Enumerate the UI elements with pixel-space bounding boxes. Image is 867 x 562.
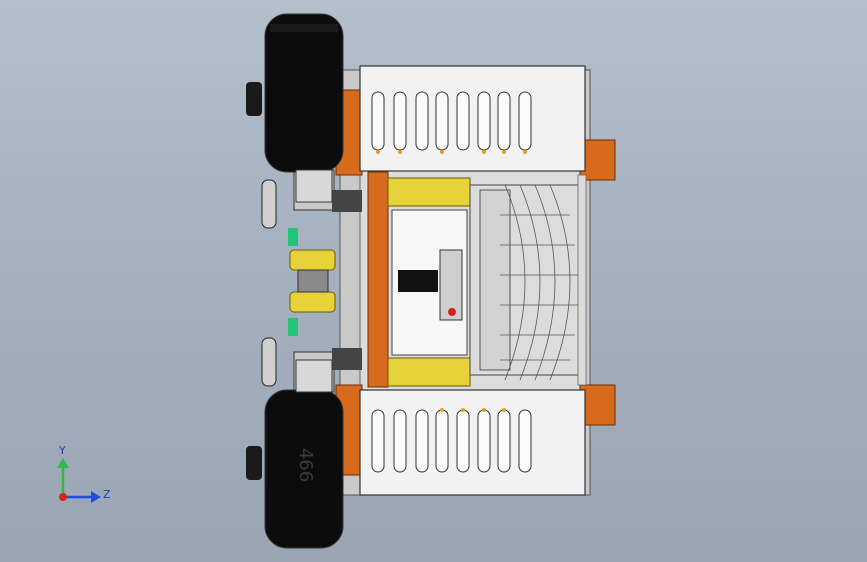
y-axis-arrowhead: [57, 458, 69, 468]
bottom-tire: 466: [246, 359, 344, 549]
top-side-panel: [359, 65, 586, 172]
z-axis-label: Z: [103, 488, 111, 501]
y-axis-label: Y: [58, 444, 66, 457]
wire-cage: [500, 174, 587, 386]
tire-marking: 466: [295, 448, 316, 482]
coordinate-triad: Y Z: [57, 444, 111, 503]
top-tire: [246, 13, 344, 203]
x-axis-dot: [59, 493, 67, 501]
z-axis-arrowhead: [91, 491, 101, 503]
small-wheels: [261, 179, 277, 387]
center-electronics: [387, 177, 581, 387]
bottom-side-panel: [359, 389, 586, 496]
